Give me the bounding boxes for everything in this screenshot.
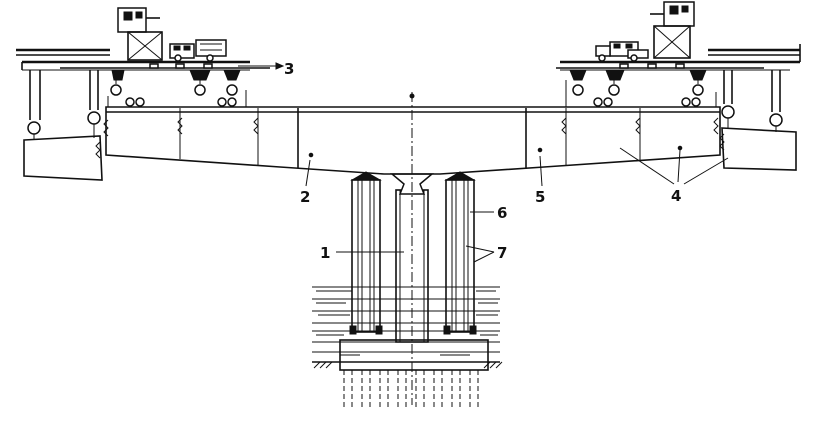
new-segment-left [23, 135, 103, 181]
foundation-piles [343, 370, 479, 410]
label-5: 5 [535, 188, 545, 206]
riverbed [312, 361, 503, 369]
label-3: 3 [284, 60, 294, 78]
label-1: 1 [320, 244, 330, 262]
pier-column [395, 189, 429, 343]
label-6: 6 [497, 204, 507, 222]
erection-crane-left [16, 7, 270, 140]
pile-cap [339, 339, 489, 371]
temporary-support-right [443, 171, 477, 335]
leader-lines [238, 62, 729, 263]
prestressing-tendon-marks [103, 117, 719, 137]
label-2: 2 [300, 188, 310, 206]
centerline-axis [409, 92, 415, 405]
girder-span [105, 106, 721, 175]
temporary-support-left [349, 171, 383, 335]
label-4: 4 [671, 187, 681, 205]
label-7: 7 [497, 244, 507, 262]
new-segment-right [719, 127, 797, 171]
erection-crane-right [556, 1, 801, 132]
